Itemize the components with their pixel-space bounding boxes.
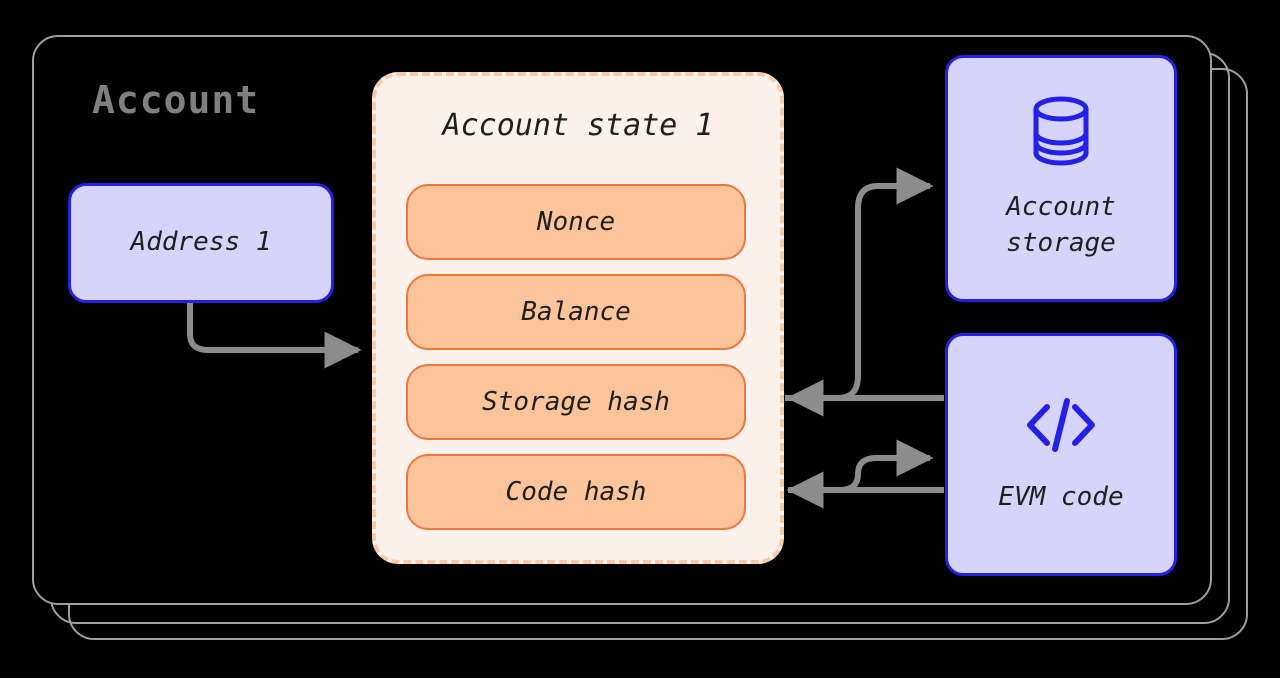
field-balance[interactable]: Balance: [406, 274, 746, 350]
field-code-hash[interactable]: Code hash: [406, 454, 746, 530]
account-storage-box[interactable]: Account storage: [945, 55, 1177, 302]
evm-code-label: EVM code: [998, 482, 1124, 512]
code-brackets-icon: [1023, 394, 1099, 466]
address-label: Address 1: [130, 227, 272, 258]
field-balance-label: Balance: [521, 297, 631, 327]
field-nonce-label: Nonce: [536, 207, 616, 237]
field-storage-hash-label: Storage hash: [482, 387, 670, 417]
page-title: Account: [92, 78, 260, 122]
field-storage-hash[interactable]: Storage hash: [406, 364, 746, 440]
field-nonce[interactable]: Nonce: [406, 184, 746, 260]
account-state-box: Account state 1 Nonce Balance Storage ha…: [372, 72, 784, 564]
account-storage-label-line1: Account: [1006, 192, 1116, 223]
account-state-title: Account state 1: [442, 108, 714, 143]
evm-code-box[interactable]: EVM code: [945, 333, 1177, 576]
address-box[interactable]: Address 1: [68, 183, 334, 303]
account-storage-label-line2: storage: [1006, 227, 1116, 258]
field-code-hash-label: Code hash: [505, 477, 647, 507]
database-icon: [1030, 96, 1092, 176]
